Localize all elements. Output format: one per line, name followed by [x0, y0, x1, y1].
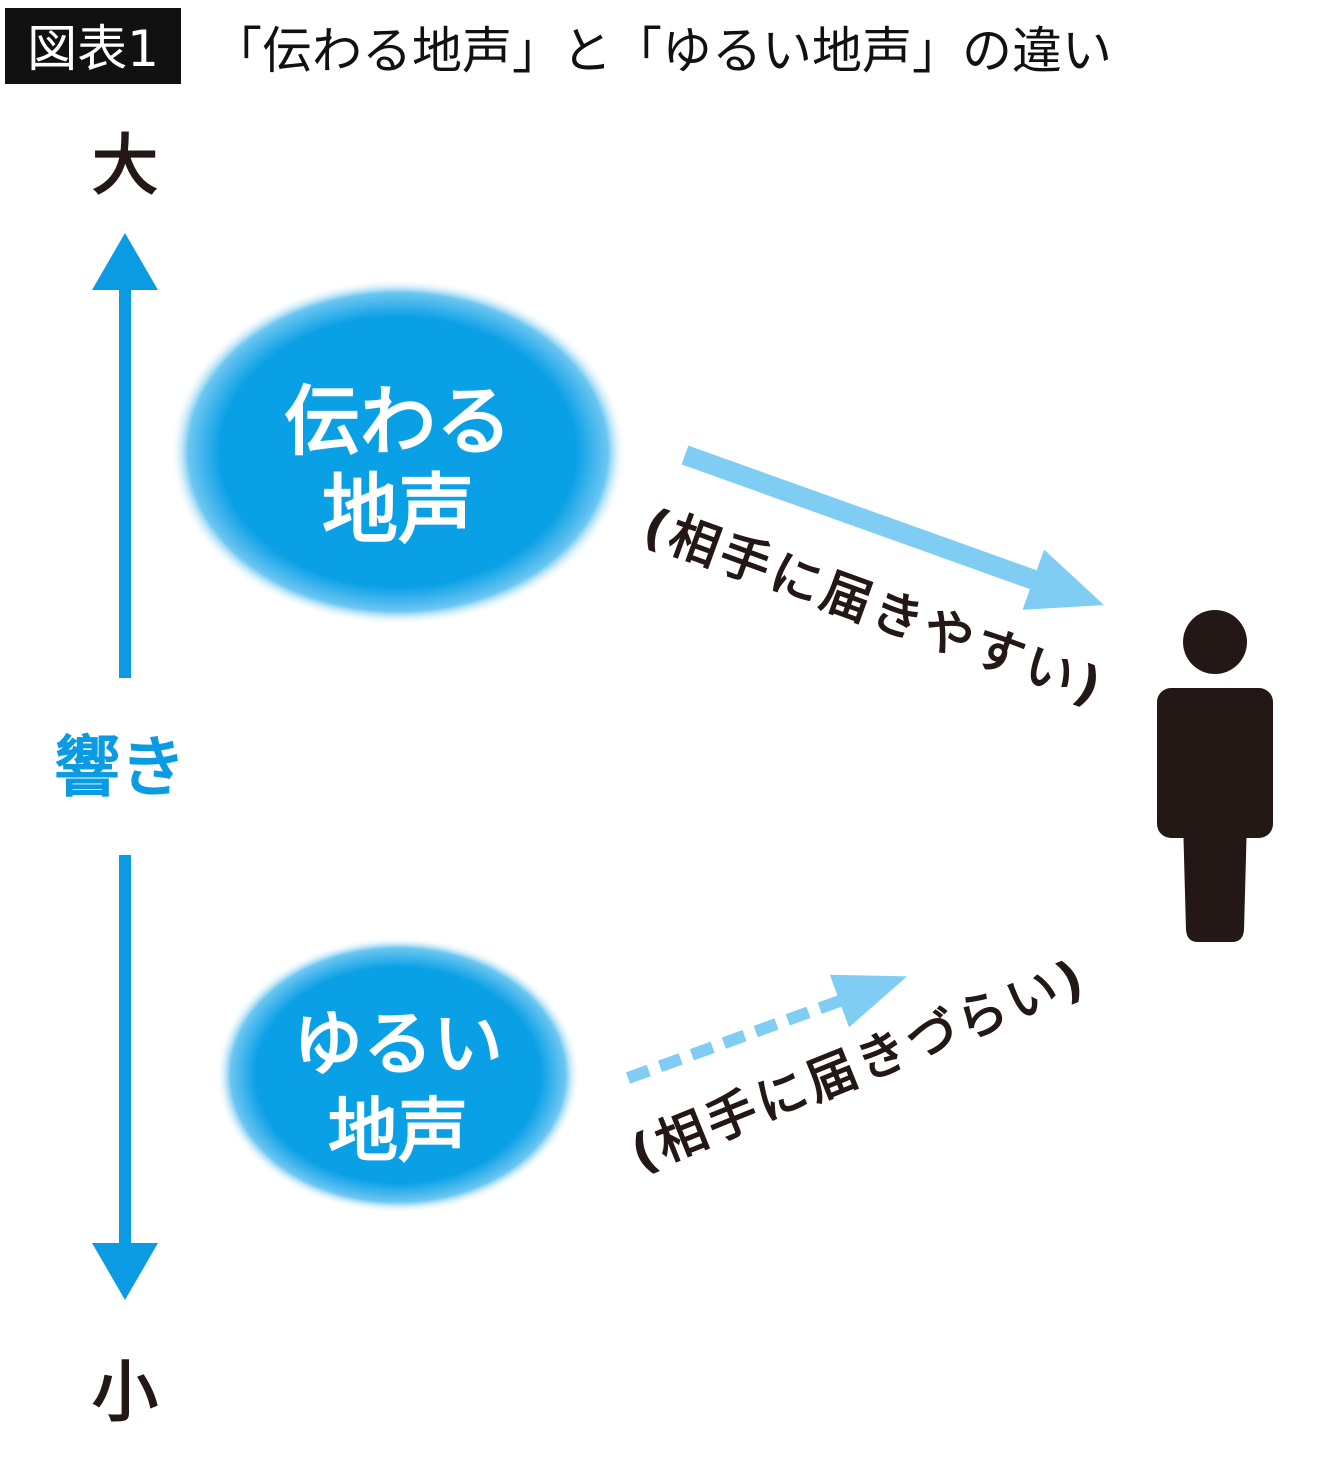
weak-arrow: [625, 974, 908, 1084]
clear-voice-ellipse: [170, 279, 626, 625]
person-head: [1183, 610, 1247, 674]
axis-line-lower: [119, 855, 131, 1250]
header: 図表1 「伝わる地声」と「ゆるい地声」の違い: [5, 8, 1112, 84]
person-legs: [1183, 820, 1247, 942]
clear-voice-line1: 伝わる: [284, 377, 512, 466]
strong-arrow-head-icon: [1022, 549, 1104, 610]
figure-badge: [5, 8, 181, 84]
clear-voice-line2: 地声: [322, 465, 474, 554]
person-body: [1157, 688, 1273, 838]
figure-title: 「伝わる地声」と「ゆるい地声」の違い: [212, 22, 1112, 80]
axis-line-upper: [119, 285, 131, 678]
weak-arrow-shaft: [625, 991, 851, 1084]
axis-top-label: 大: [92, 127, 158, 204]
loose-voice-line2: 地声: [328, 1090, 468, 1172]
strong-arrow-shaft: [681, 445, 1047, 593]
loose-voice-line1: ゆるい: [293, 1003, 503, 1085]
weak-arrow-head-icon: [829, 974, 908, 1028]
arrow-down-icon: [92, 1243, 158, 1300]
axis-bottom-label: 小: [92, 1354, 158, 1431]
listener-person-icon: [1157, 610, 1273, 942]
loose-voice-group: ゆるい 地声 (相手に届きづらい): [216, 937, 1095, 1213]
loose-voice-ellipse: [216, 937, 580, 1213]
strong-arrow: [681, 445, 1104, 610]
clear-voice-group: 伝わる 地声 (相手に届きやすい): [170, 279, 1112, 717]
figure-badge-label: 図表1: [27, 20, 159, 78]
resonance-axis: 大 響き 小: [54, 127, 186, 1431]
axis-middle-label: 響き: [54, 729, 186, 806]
arrow-up-icon: [92, 233, 158, 290]
